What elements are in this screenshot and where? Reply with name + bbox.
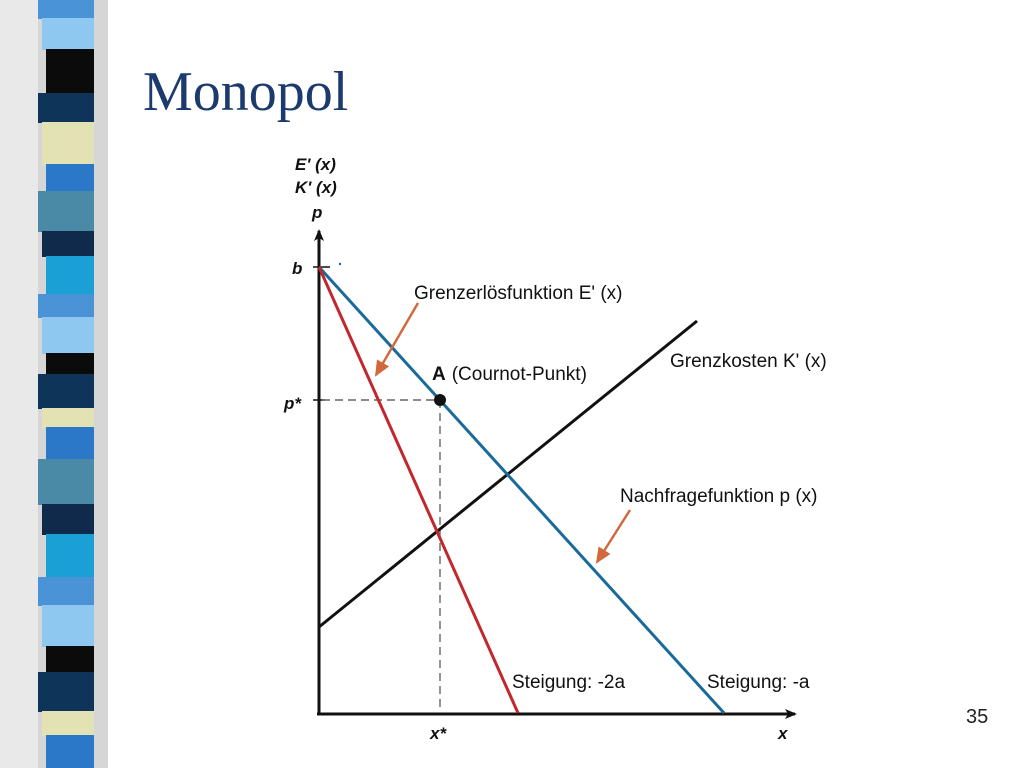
cournot-point (434, 394, 446, 406)
slope-mr-label: Steigung: -2a (512, 672, 625, 693)
slope-demand-label: Steigung: -a (707, 672, 810, 693)
x-axis-label: x (777, 724, 789, 743)
cournot-letter: A (432, 364, 446, 385)
decorative-stripe-bar (0, 0, 108, 768)
marginal-revenue-arrow (374, 302, 420, 377)
marginal-revenue-line (317, 266, 520, 714)
small-dot (338, 262, 342, 266)
y-axis-label-e: E' (x) (295, 155, 336, 174)
demand-arrow (595, 509, 632, 564)
slide-title: Monopol (143, 61, 349, 123)
marginal-revenue-label: Grenzerlösfunktion E' (x) (414, 283, 622, 304)
b-label: b (292, 259, 302, 278)
demand-label: Nachfragefunktion p (x) (620, 486, 818, 507)
demand-line (317, 265, 726, 715)
cournot-text: (Cournot-Punkt) (452, 364, 587, 385)
cournot-label: A (Cournot-Punkt) (432, 364, 587, 385)
page-number: 35 (966, 706, 989, 728)
y-axis-label-p: p (311, 203, 322, 222)
y-axis-label-k: K' (x) (295, 178, 337, 197)
x-star-label: x* (429, 724, 447, 743)
p-star-label: p* (283, 394, 302, 413)
marginal-cost-label: Grenzkosten K' (x) (670, 351, 827, 372)
